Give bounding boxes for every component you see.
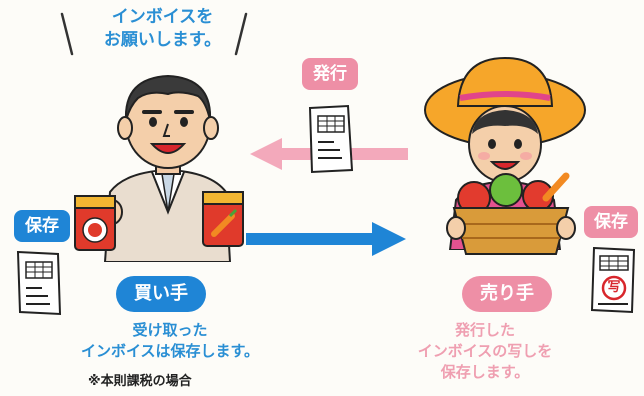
- soup-can-icon: [200, 186, 246, 250]
- issue-badge: 発行: [302, 58, 358, 90]
- seller-caption-line-1: 発行した: [454, 321, 515, 339]
- buyer-keep-badge: 保存: [14, 210, 70, 242]
- invoice-document-icon: [14, 250, 64, 316]
- buyer-caption-line-2: インボイスは保存します。: [80, 342, 260, 360]
- invoice-document-icon: [304, 104, 356, 174]
- copy-stamp: 写: [607, 280, 621, 295]
- seller-role-label: 売り手: [462, 276, 552, 312]
- seller-caption-line-2: インボイスの写しを: [417, 342, 553, 360]
- speech-slash-right: [234, 12, 248, 56]
- vegetable-basket-icon: [446, 168, 576, 258]
- buyer-speech: インボイスを お願いします。: [75, 6, 250, 52]
- seller-keep-badge: 保存: [584, 206, 638, 238]
- soup-can-icon: [72, 190, 118, 254]
- buyer-caption: 受け取った インボイスは保存します。: [40, 320, 300, 362]
- seller-caption: 発行した インボイスの写しを 保存します。: [400, 320, 570, 383]
- speech-line-2: お願いします。: [103, 30, 222, 50]
- buyer-caption-line-1: 受け取った: [132, 321, 208, 339]
- buyer-illustration: [80, 62, 255, 262]
- speech-slash-left: [60, 12, 74, 56]
- footnote: ※本則課税の場合: [88, 374, 192, 389]
- speech-line-1: インボイスを: [111, 7, 214, 27]
- invoice-copy-icon: [588, 246, 640, 314]
- seller-caption-line-3: 保存します。: [440, 363, 530, 381]
- arrow-to-seller: [246, 220, 408, 258]
- buyer-role-label: 買い手: [116, 276, 206, 312]
